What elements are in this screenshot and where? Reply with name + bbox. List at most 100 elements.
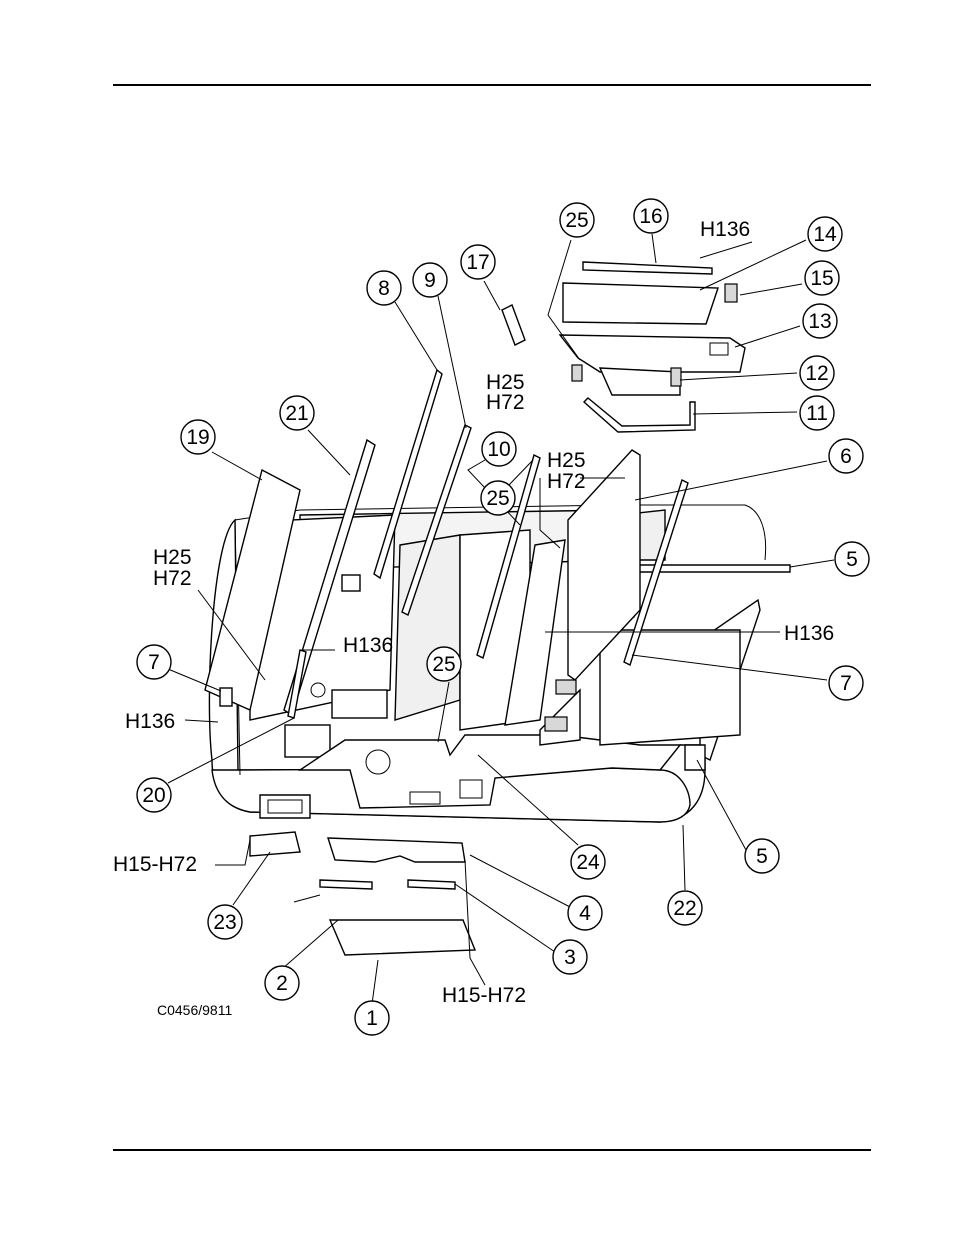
callout-c7b: 7 [828, 665, 864, 701]
callout-circle [559, 202, 595, 238]
callout-circle [744, 838, 780, 874]
callout-number: 17 [466, 251, 489, 274]
callout-circle [366, 270, 402, 306]
callout-circle [799, 395, 835, 431]
callout-number: 3 [564, 946, 576, 969]
hardware-label-l-h72-mid: H72 [547, 470, 586, 493]
callout-number: 1 [366, 1007, 378, 1030]
callout-circle [354, 1000, 390, 1036]
callout-c24: 24 [570, 844, 606, 880]
callout-circle [570, 844, 606, 880]
callout-circle [828, 438, 864, 474]
callout-number: 25 [565, 209, 588, 232]
rail-9 [401, 424, 472, 616]
callout-circle [834, 541, 870, 577]
hardware-label-l-h15-bottom: H15-H72 [442, 984, 526, 1007]
base-floor-plate [297, 734, 682, 809]
callout-circle [804, 260, 840, 296]
hardware-label-l-h136-left: H136 [125, 710, 175, 733]
callout-circle [136, 644, 172, 680]
callout-c17: 17 [460, 244, 496, 280]
callout-number: 4 [579, 902, 591, 925]
rail-10 [476, 453, 541, 660]
callout-circle [552, 939, 588, 975]
callout-circle [412, 262, 448, 298]
callout-c5a: 5 [834, 541, 870, 577]
right-vertical-rail [623, 479, 689, 666]
hardware-label-l-h72-17: H72 [486, 391, 525, 414]
callout-circle [799, 355, 835, 391]
callout-number: 20 [142, 784, 165, 807]
hardware-label-l-h136-right: H136 [784, 622, 834, 645]
callout-circle [567, 895, 603, 931]
callout-c22: 22 [667, 890, 703, 926]
callout-number: 15 [810, 267, 833, 290]
bracket-17 [501, 304, 526, 346]
callout-number: 16 [639, 205, 662, 228]
callout-number: 8 [378, 277, 390, 300]
callout-circle [460, 244, 496, 280]
callout-number: 7 [148, 651, 160, 674]
callout-number: 13 [808, 310, 831, 333]
hardware-label-l-h25-mid: H25 [547, 449, 586, 472]
callout-c9: 9 [412, 262, 448, 298]
center-partition-panel [567, 449, 641, 681]
left-bracket-7 [219, 687, 233, 707]
callout-number: 5 [756, 845, 768, 868]
left-side-panel [204, 468, 301, 711]
callout-c5b: 5 [744, 838, 780, 874]
callout-number: 6 [840, 445, 852, 468]
callout-c21: 21 [279, 395, 315, 431]
callout-c2: 2 [264, 965, 300, 1001]
callout-c4: 4 [567, 895, 603, 931]
callout-c7a: 7 [136, 644, 172, 680]
hardware-label-l-h25-17: H25 [486, 371, 525, 394]
hardware-label-l-h15-left: H15-H72 [113, 853, 197, 876]
callout-circle [426, 646, 462, 682]
callout-c16: 16 [633, 198, 669, 234]
callout-c25a: 25 [559, 202, 595, 238]
hardware-label-l-h136-mid: H136 [343, 634, 393, 657]
callout-number: 24 [576, 851, 600, 874]
figure-code: C0456/9811 [157, 1002, 232, 1018]
callout-c12: 12 [799, 355, 835, 391]
callout-circle [633, 198, 669, 234]
callout-circle [480, 480, 516, 516]
callout-c23: 23 [207, 904, 243, 940]
callout-number: 5 [846, 548, 858, 571]
callout-circle [264, 965, 300, 1001]
callout-number: 12 [805, 362, 828, 385]
callout-number: 9 [424, 269, 436, 292]
callout-c25c: 25 [426, 646, 462, 682]
footer-rule [113, 1149, 871, 1151]
callout-c15: 15 [804, 260, 840, 296]
callout-number: 11 [806, 402, 828, 425]
hardware-label-l-h72-left: H72 [153, 567, 192, 590]
callout-circle [481, 431, 517, 467]
top-assembly [558, 261, 746, 433]
callout-c13: 13 [802, 303, 838, 339]
callout-number: 2 [276, 972, 288, 995]
callout-c25b: 25 [480, 480, 516, 516]
callout-number: 22 [673, 897, 696, 920]
callout-number: 25 [486, 487, 509, 510]
callout-number: 23 [213, 911, 236, 934]
callout-circle [802, 303, 838, 339]
callout-number: 21 [285, 402, 308, 425]
lower-parts [249, 831, 477, 956]
hardware-label-l-h136-top: H136 [700, 218, 750, 241]
callout-circle [667, 890, 703, 926]
callout-c6: 6 [828, 438, 864, 474]
callout-number: 10 [487, 438, 510, 461]
callout-c11: 11 [799, 395, 835, 431]
rail-8 [373, 368, 443, 580]
leader-lines [167, 233, 835, 1005]
callout-number: 7 [840, 672, 852, 695]
callout-circle [180, 419, 216, 455]
callout-circle [207, 904, 243, 940]
callout-number: 25 [432, 653, 455, 676]
callout-number: 14 [813, 223, 837, 246]
callout-c19: 19 [180, 419, 216, 455]
